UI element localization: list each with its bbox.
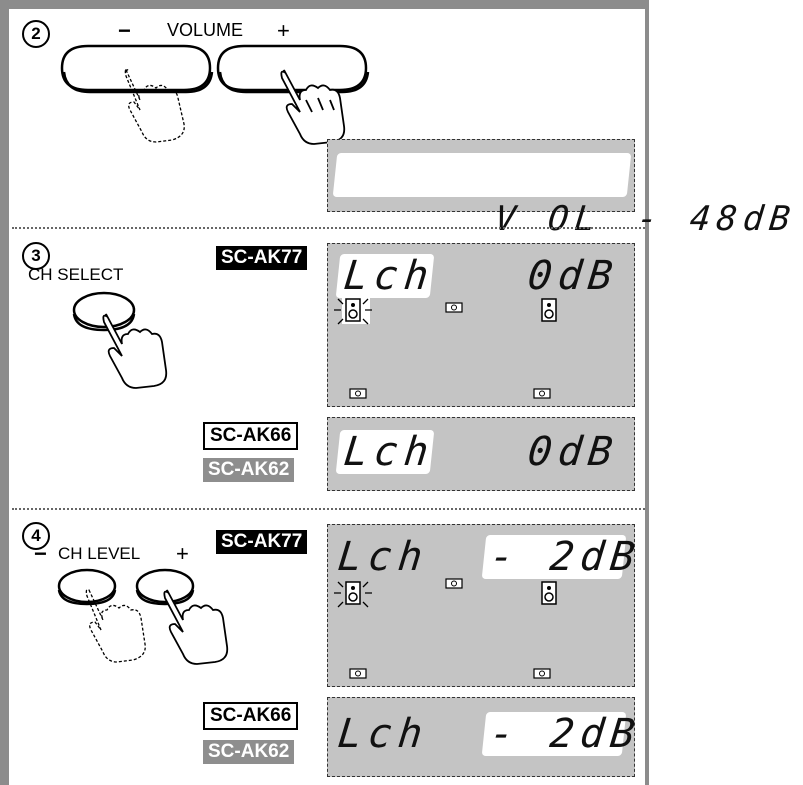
model-badge-sc-ak66: SC-AK66 <box>203 422 299 450</box>
frame-right <box>645 0 649 785</box>
model-badge-sc-ak77: SC-AK77 <box>216 530 308 554</box>
speaker-layout <box>334 578 557 679</box>
small-speaker-icon <box>445 302 463 313</box>
step-2-artwork <box>60 44 370 145</box>
speaker-display-ak77: Lch 0dB <box>327 243 635 407</box>
pressing-hand-icon <box>85 588 146 663</box>
ch-select-label: CH SELECT <box>28 265 124 284</box>
speaker-icon <box>541 298 557 322</box>
display-level: - 2dB <box>481 711 643 757</box>
model-badge-sc-ak62: SC-AK62 <box>203 458 295 482</box>
small-speaker-icon <box>349 388 367 399</box>
pressing-hand-icon <box>102 313 168 389</box>
step-2-number: 2 <box>22 20 50 48</box>
step-3-number: 3 <box>22 242 50 270</box>
step-4-number: 4 <box>22 522 50 550</box>
display-channel: Lch <box>335 711 431 757</box>
small-speaker-icon <box>533 668 551 679</box>
pressing-hand-icon <box>163 589 229 665</box>
ch-select-button[interactable] <box>72 291 136 332</box>
frame-left <box>0 0 9 785</box>
separator <box>12 227 645 229</box>
ch-level-label: CH LEVEL <box>58 544 141 563</box>
pressing-hand-icon <box>280 69 346 145</box>
speaker-display-ak77: Lch - 2dB <box>327 524 643 687</box>
volume-minus-button[interactable] <box>60 44 214 94</box>
separator <box>12 508 645 510</box>
ch-level-minus-button[interactable] <box>57 568 117 606</box>
small-speaker-icon <box>445 578 463 589</box>
model-badge-sc-ak62: SC-AK62 <box>203 740 295 764</box>
step-4-artwork <box>57 568 229 665</box>
step-3-artwork <box>72 291 168 389</box>
volume-display: V OL- 48dB <box>327 139 798 239</box>
display-ak66-ak62: Lch - 2dB <box>327 697 643 777</box>
volume-plus-label: + <box>277 18 290 43</box>
small-speaker-icon <box>533 388 551 399</box>
speaker-icon <box>334 581 372 608</box>
model-badge-sc-ak66: SC-AK66 <box>203 702 299 730</box>
ch-level-minus-label: − <box>34 541 47 566</box>
speaker-layout <box>334 296 557 399</box>
small-speaker-icon <box>349 668 367 679</box>
display-ak66-ak62: Lch 0dB <box>327 417 635 491</box>
ch-level-plus-label: + <box>176 541 189 566</box>
speaker-icon <box>334 296 372 325</box>
volume-label: VOLUME <box>167 20 244 40</box>
volume-minus-label: − <box>118 18 131 43</box>
ch-level-plus-button[interactable] <box>135 568 195 606</box>
pressing-hand-icon <box>124 68 185 143</box>
display-text-right: - 48dB <box>634 199 799 239</box>
frame-top <box>0 0 649 9</box>
speaker-icon <box>541 581 557 605</box>
model-badge-sc-ak77: SC-AK77 <box>216 246 308 270</box>
